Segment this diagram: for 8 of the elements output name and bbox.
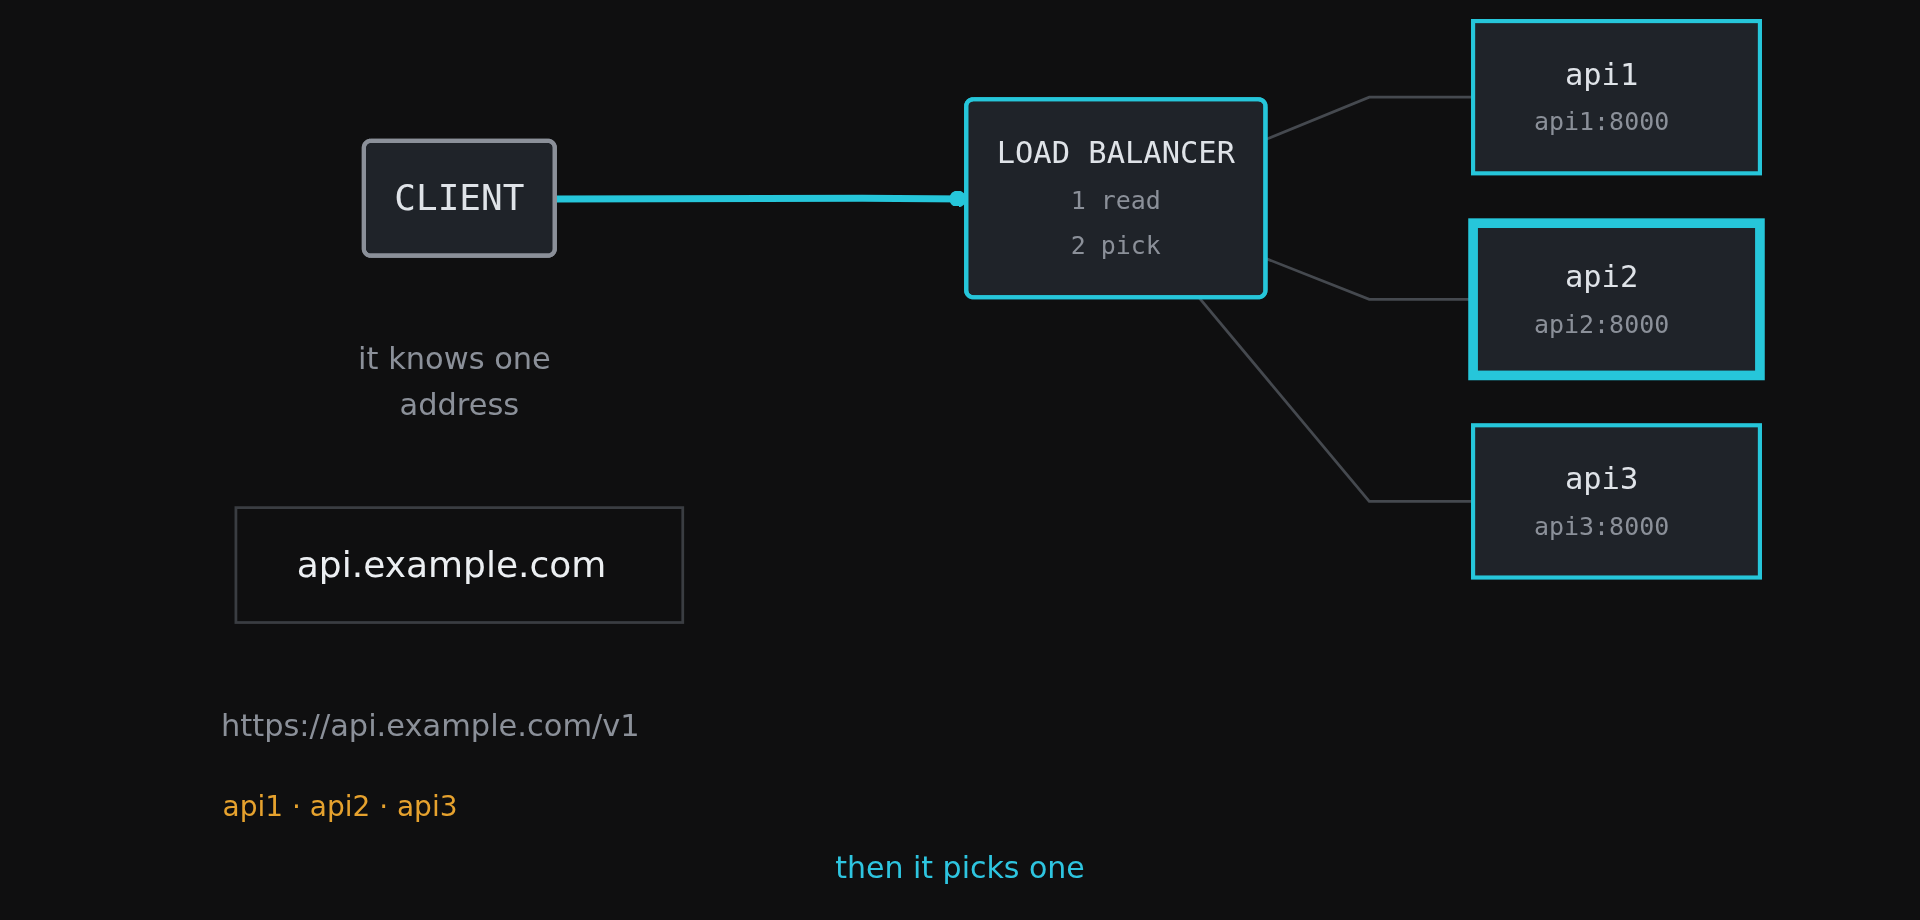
node-box: api.example.com	[234, 506, 685, 624]
caption: then it picks one	[835, 850, 1085, 885]
node-box: api3 api3:8000	[1471, 423, 1762, 580]
node-box: api1 api1:8000	[1471, 19, 1762, 176]
node-box: api2 api2:8000	[1468, 218, 1765, 381]
server-list-note: api1 · api2 · api3	[222, 790, 458, 823]
node-label: it knows one address	[358, 341, 551, 422]
node-label: https://api.example.com/v1	[220, 708, 640, 743]
